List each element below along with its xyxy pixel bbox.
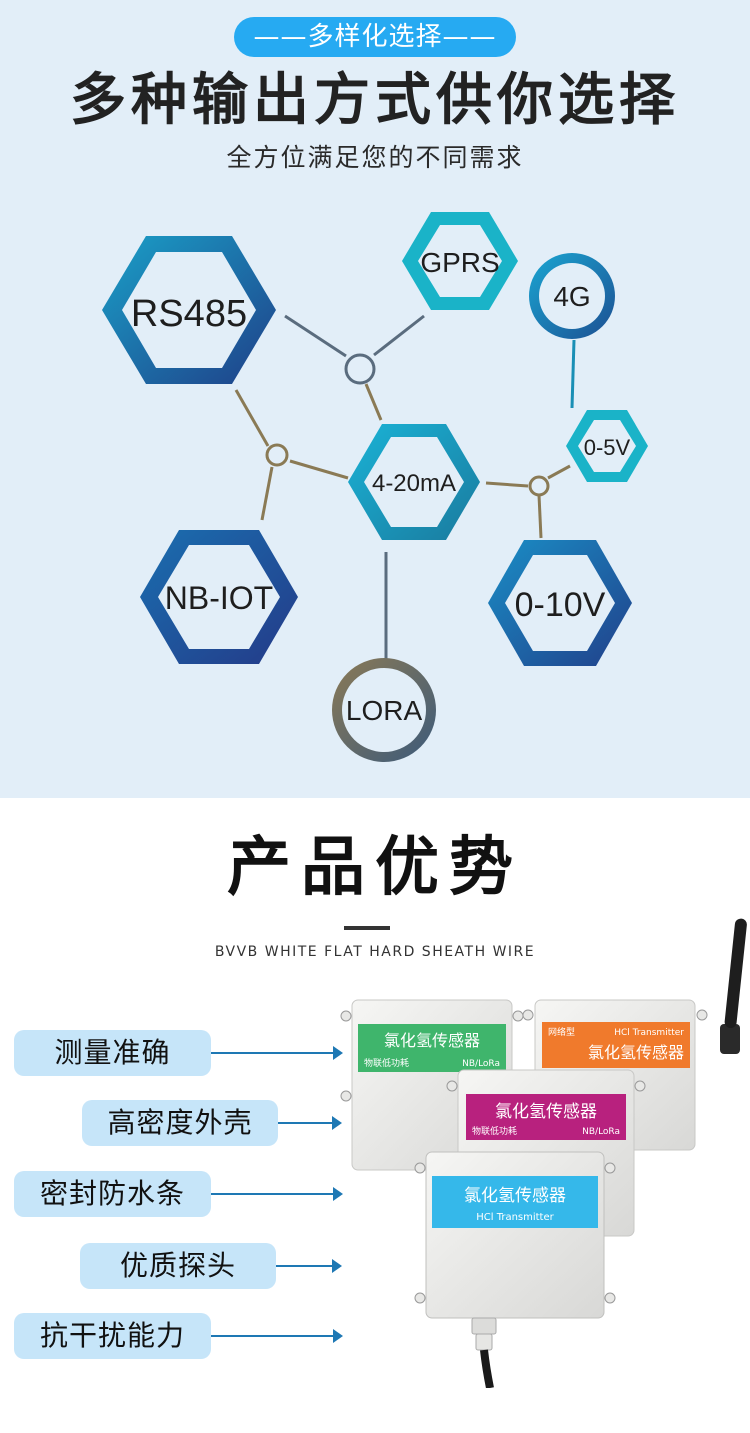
purple-label-title: 氯化氢传感器	[495, 1102, 597, 1122]
line-junction3-05v	[547, 464, 571, 480]
green-label-sub-right: NB/LoRa	[462, 1059, 500, 1069]
feature-high-density-shell: 高密度外壳	[82, 1100, 278, 1146]
line-junction2-nbiot	[260, 466, 274, 521]
feature-arrow-3	[211, 1187, 343, 1201]
line-4g-05v	[570, 339, 576, 409]
line-rs485-junction	[284, 314, 347, 358]
sensor-product-image: 网络型 HCl Transmitter 氯化氢传感器 氯化氢传感器 物联低功耗 …	[340, 918, 747, 1388]
feature-waterproof-seal: 密封防水条	[14, 1171, 211, 1217]
junction-node-top	[344, 353, 376, 385]
node-0-5v-label: 0-5V	[584, 435, 631, 460]
advantages-title: 产品优势	[227, 831, 523, 905]
line-420ma-junction3	[485, 481, 529, 488]
green-label	[358, 1024, 506, 1072]
blue-label-title: 氯化氢传感器	[464, 1186, 566, 1206]
node-4-20ma: 4-20mA	[348, 424, 480, 540]
orange-label-top-right: HCl Transmitter	[614, 1028, 684, 1038]
output-methods-section: RS485 GPRS 4G 0-5V 4-20mA	[0, 0, 750, 798]
feature-arrow-4	[276, 1259, 342, 1273]
output-network-diagram: RS485 GPRS 4G 0-5V 4-20mA	[102, 212, 648, 762]
orange-label-title: 氯化氢传感器	[588, 1043, 684, 1062]
node-4-20ma-label: 4-20mA	[372, 470, 456, 497]
node-rs485: RS485	[102, 236, 276, 384]
feature-arrow-1	[211, 1046, 343, 1060]
junction-node-right	[528, 475, 550, 497]
purple-label-sub-left: 物联低功耗	[472, 1125, 517, 1137]
green-label-sub-left: 物联低功耗	[364, 1057, 409, 1069]
purple-label-sub-right: NB/LoRa	[582, 1127, 620, 1137]
antenna-icon	[720, 918, 747, 1054]
blue-label-sub: HCl Transmitter	[476, 1212, 554, 1223]
sensor-probe-cable	[471, 1317, 497, 1388]
feature-accurate-measurement: 测量准确	[14, 1030, 211, 1076]
junction-node-left	[265, 443, 289, 467]
line-rs485-junction2	[234, 389, 270, 447]
purple-label	[466, 1094, 626, 1140]
node-4g-label: 4G	[553, 281, 590, 312]
orange-label-top-left: 网络型	[548, 1026, 575, 1038]
node-nb-iot: NB-IOT	[140, 530, 298, 664]
node-0-10v-label: 0-10V	[515, 586, 606, 624]
node-0-5v: 0-5V	[566, 410, 648, 482]
feature-quality-probe: 优质探头	[80, 1243, 276, 1289]
sensor-box-blue: 氯化氢传感器 HCl Transmitter	[414, 1151, 616, 1319]
line-gprs-junction	[373, 314, 425, 357]
node-lora-label: LORA	[346, 695, 423, 726]
node-rs485-label: RS485	[131, 293, 247, 335]
feature-arrow-5	[211, 1329, 343, 1343]
node-gprs-label: GPRS	[420, 247, 499, 278]
connector-lines	[234, 314, 576, 660]
advantages-subtitle: BVVB WHITE FLAT HARD SHEATH WIRE	[214, 944, 536, 960]
title-divider	[344, 926, 390, 930]
orange-label	[542, 1022, 690, 1068]
green-label-title: 氯化氢传感器	[384, 1031, 480, 1050]
page-subtitle: 全方位满足您的不同需求	[226, 143, 524, 172]
node-gprs: GPRS	[402, 212, 518, 310]
feature-arrow-2	[278, 1116, 342, 1130]
node-0-10v: 0-10V	[488, 540, 632, 666]
line-junction3-010v	[537, 494, 543, 539]
line-junction2-420ma	[289, 459, 349, 480]
feature-anti-interference: 抗干扰能力	[14, 1313, 211, 1359]
node-4g: 4G	[529, 253, 615, 339]
product-advantages-section: 产品优势 BVVB WHITE FLAT HARD SHEATH WIRE 网络…	[0, 798, 750, 1433]
node-nb-iot-label: NB-IOT	[165, 580, 273, 616]
page-title: 多种输出方式供你选择	[70, 68, 680, 133]
node-lora: LORA	[332, 658, 436, 762]
line-junction-420ma	[364, 383, 383, 421]
blue-label	[432, 1176, 598, 1228]
diversity-choice-badge: ——多样化选择——	[234, 17, 516, 57]
